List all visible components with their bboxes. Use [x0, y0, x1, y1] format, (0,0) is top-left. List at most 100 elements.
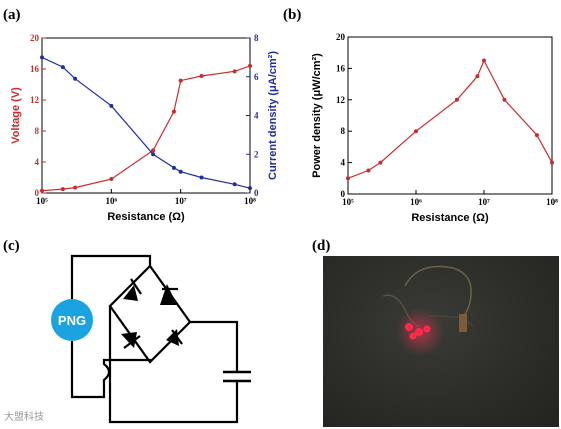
- chart-b-frame: [347, 36, 553, 195]
- led-4: [409, 332, 417, 340]
- chart-b-x-tick-label: 10⁶: [410, 197, 422, 207]
- current-density-data-point: [151, 152, 156, 157]
- current-density-data-point: [73, 76, 78, 81]
- power-density-data-point: [378, 160, 383, 165]
- current-density-data-point: [40, 55, 44, 60]
- chart-b-ylabel: Power density (μW/cm²): [311, 53, 323, 178]
- voltage-data-point: [109, 177, 114, 182]
- chart-b-x-tick-label: 10⁸: [546, 197, 558, 207]
- panel-label-d: (d): [312, 238, 330, 254]
- chart-b-x-tick-label: 10⁵: [342, 197, 354, 207]
- chart-b-xlabel: Resistance (Ω): [411, 212, 489, 224]
- diode-triangle-3: [121, 332, 137, 348]
- chart-a-x-tick-label: 10⁶: [105, 196, 117, 206]
- voltage-data-point: [73, 185, 78, 190]
- chart-a-right-tick-label: 8: [254, 33, 259, 43]
- current-density-data-point: [199, 175, 204, 180]
- wire-png-top: [70, 254, 152, 299]
- chart-a-ylabel-current: Current density (μA/cm²): [267, 51, 279, 180]
- current-density-data-point: [178, 169, 183, 174]
- chart-b-left-tick-label: 4: [341, 158, 346, 168]
- power-density-data-point: [475, 74, 480, 79]
- power-density-series-line: [347, 59, 553, 179]
- chart-b-left-tick-label: 20: [336, 32, 346, 42]
- led-1: [405, 323, 413, 331]
- chart-a-left-tick-label: 0: [35, 188, 40, 198]
- diode-triangle-1: [123, 285, 138, 301]
- png-generator-label: PNG: [58, 313, 86, 328]
- voltage-data-point: [248, 63, 252, 68]
- chart-a-left-tick-label: 20: [30, 33, 40, 43]
- chart-a-right-tick-label: 2: [254, 149, 259, 159]
- current-density-data-point: [232, 182, 237, 187]
- voltage-data-point: [178, 78, 183, 83]
- chart-a-left-tick-label: 4: [35, 157, 40, 167]
- diode-bridge: [108, 264, 192, 364]
- chart-a-left-tick-label: 12: [30, 95, 40, 105]
- chart-a-xlabel: Resistance (Ω): [107, 211, 185, 223]
- chart-a-frame: [41, 37, 251, 194]
- voltage-data-point: [151, 148, 156, 153]
- power-density-data-point: [366, 168, 371, 173]
- led-photo-drawing: [382, 265, 474, 356]
- diode-bar-4: [171, 329, 183, 345]
- power-density-data-point: [534, 133, 539, 138]
- voltage-data-point: [199, 73, 204, 78]
- chart-a-left-ticks: 0 4 8 12 16 20: [30, 33, 46, 198]
- watermark: 大盟科技: [4, 412, 44, 423]
- led-photo: [323, 256, 559, 427]
- resistor-component: [459, 314, 467, 332]
- chart-a-right-ticks: 0 2 4 6 8: [246, 33, 259, 198]
- diode-bar-1: [130, 278, 142, 295]
- led-photo-wire: [404, 265, 472, 317]
- current-density-data-point: [248, 186, 252, 191]
- chart-a: 0 4 8 12 16 20 0 2 4 6 8 10⁵ 10⁶ 10⁷ 10⁸ Voltage (V)…: [10, 33, 279, 223]
- panel-label-c: (c): [3, 238, 20, 254]
- power-density-data-point: [454, 97, 459, 102]
- rectifier-circuit-diagram: PNG: [51, 254, 251, 424]
- chart-b-left-tick-label: 16: [336, 63, 346, 73]
- chart-a-x-tick-label: 10⁵: [36, 196, 48, 206]
- chart-a-x-tick-label: 10⁸: [244, 196, 256, 206]
- power-density-data-point: [502, 97, 507, 102]
- voltage-data-point: [40, 188, 44, 193]
- chart-b-x-tick-label: 10⁷: [478, 197, 490, 207]
- chart-a-right-tick-label: 0: [254, 188, 259, 198]
- power-density-data-point: [414, 129, 418, 134]
- wire-bridge-left-capacitor: [108, 306, 239, 424]
- chart-b-left-tick-label: 8: [341, 126, 346, 136]
- chart-b-left-tick-label: 0: [341, 189, 346, 199]
- voltage-data-point: [171, 109, 176, 114]
- chart-a-right-tick-label: 4: [254, 111, 259, 121]
- current-density-series-line: [41, 56, 251, 189]
- wire-bridge-right-capacitor: [190, 320, 239, 372]
- chart-a-x-tick-label: 10⁷: [175, 196, 187, 206]
- chart-a-x-ticks: 10⁵ 10⁶ 10⁷ 10⁸: [36, 189, 256, 206]
- chart-a-left-tick-label: 8: [35, 126, 40, 136]
- power-density-data-point: [346, 176, 350, 181]
- chart-a-left-tick-label: 16: [30, 64, 40, 74]
- panel-label-b: (b): [283, 7, 301, 23]
- current-density-data-point: [109, 103, 114, 108]
- led-2: [415, 328, 423, 336]
- chart-b-series: [346, 58, 554, 181]
- voltage-series-line: [41, 65, 251, 192]
- current-density-data-point: [171, 165, 176, 170]
- chart-b-x-ticks: 10⁵ 10⁶ 10⁷ 10⁸: [342, 190, 558, 207]
- power-density-data-point: [482, 58, 486, 63]
- chart-a-right-tick-label: 6: [254, 72, 259, 82]
- current-density-data-point: [60, 65, 65, 70]
- chart-b: 0 4 8 12 16 20 10⁵ 10⁶ 10⁷ 10⁸ Power density (μW…: [311, 32, 558, 224]
- panel-label-a: (a): [3, 7, 21, 23]
- diode-bar-3: [123, 335, 141, 349]
- chart-b-left-ticks: 0 4 8 12 16 20: [336, 32, 352, 199]
- led-3: [423, 325, 431, 333]
- voltage-data-point: [60, 187, 65, 192]
- chart-a-ylabel-voltage: Voltage (V): [10, 87, 22, 144]
- diode-triangle-4: [166, 329, 179, 346]
- chart-b-left-tick-label: 12: [336, 95, 346, 105]
- voltage-data-point: [232, 69, 237, 74]
- png-generator-icon: [51, 299, 93, 341]
- power-density-data-point: [550, 160, 554, 165]
